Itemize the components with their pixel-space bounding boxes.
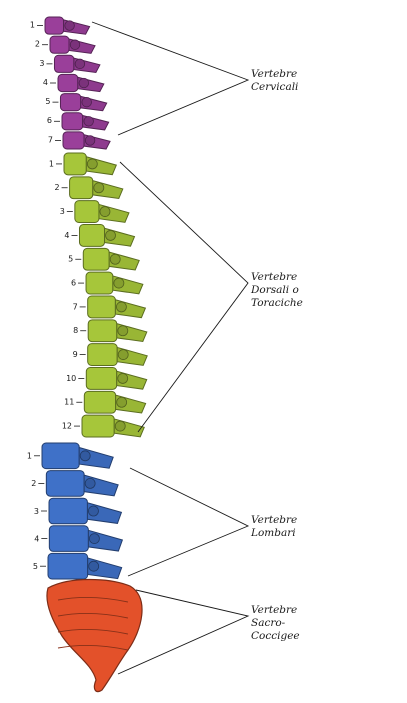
vertebra-number: 6 xyxy=(71,278,76,287)
vertebra-number: 1 xyxy=(30,20,35,29)
vertebra-number: 2 xyxy=(35,40,40,49)
vertebra-number: 4 xyxy=(43,78,48,87)
vertebra-thoracic-8 xyxy=(87,319,148,343)
vertebra-number: 12 xyxy=(62,421,72,430)
vertebra-lumbar-3 xyxy=(48,497,123,525)
vertebra-thoracic-6 xyxy=(85,271,144,295)
vertebra-cervical-7 xyxy=(62,131,111,150)
vertebra-number: 1 xyxy=(27,452,32,461)
vertebra-number: 3 xyxy=(34,507,39,516)
vertebra-number: 5 xyxy=(68,255,73,264)
leader-lumbar xyxy=(127,467,250,577)
vertebra-thoracic-11 xyxy=(83,390,147,414)
vertebra-cervical-3 xyxy=(53,54,101,74)
vertebra-number: 2 xyxy=(31,479,36,488)
label-sacral: Vertebre Sacro- Coccigee xyxy=(251,604,300,642)
vertebra-number: 2 xyxy=(54,183,59,192)
vertebra-thoracic-2 xyxy=(69,176,124,200)
vertebra-thoracic-4 xyxy=(78,224,136,247)
vertebra-thoracic-5 xyxy=(82,247,140,271)
vertebra-number: 10 xyxy=(66,374,76,383)
leader-sacral xyxy=(117,589,250,675)
vertebra-thoracic-9 xyxy=(87,343,148,366)
vertebra-number: 8 xyxy=(73,326,78,335)
vertebra-number: 3 xyxy=(39,59,44,68)
vertebra-cervical-1 xyxy=(44,16,91,35)
label-thoracic: Vertebre Dorsali o Toraciche xyxy=(251,271,303,309)
vertebra-number: 4 xyxy=(64,231,69,240)
vertebra-lumbar-2 xyxy=(45,470,119,497)
vertebra-number: 4 xyxy=(34,534,39,543)
label-cervical: Vertebre Cervicali xyxy=(251,68,299,93)
leader-cervical xyxy=(91,21,250,136)
vertebra-thoracic-10 xyxy=(85,367,148,390)
vertebra-number: 5 xyxy=(45,97,50,106)
label-lumbar: Vertebre Lombari xyxy=(251,514,298,539)
vertebra-cervical-5 xyxy=(59,93,108,112)
vertebra-thoracic-1 xyxy=(63,152,118,176)
vertebra-cervical-2 xyxy=(49,35,96,54)
vertebra-thoracic-3 xyxy=(74,200,130,224)
vertebra-lumbar-5 xyxy=(47,552,123,580)
vertebra-lumbar-4 xyxy=(48,525,124,552)
vertebra-number: 5 xyxy=(33,562,38,571)
vertebra-thoracic-7 xyxy=(87,295,147,319)
vertebra-number: 6 xyxy=(47,116,52,125)
vertebra-number: 9 xyxy=(73,350,78,359)
vertebra-number: 1 xyxy=(49,159,54,168)
vertebra-number: 7 xyxy=(48,135,53,144)
vertebra-number: 11 xyxy=(64,398,74,407)
vertebra-thoracic-12 xyxy=(81,414,145,438)
vertebra-lumbar-1 xyxy=(41,442,114,470)
vertebra-number: 7 xyxy=(73,302,78,311)
leader-thoracic xyxy=(119,161,249,433)
vertebra-cervical-4 xyxy=(57,73,105,93)
vertebra-cervical-6 xyxy=(61,112,110,131)
vertebra-number: 3 xyxy=(60,207,65,216)
sacrum-coccyx xyxy=(46,578,143,693)
